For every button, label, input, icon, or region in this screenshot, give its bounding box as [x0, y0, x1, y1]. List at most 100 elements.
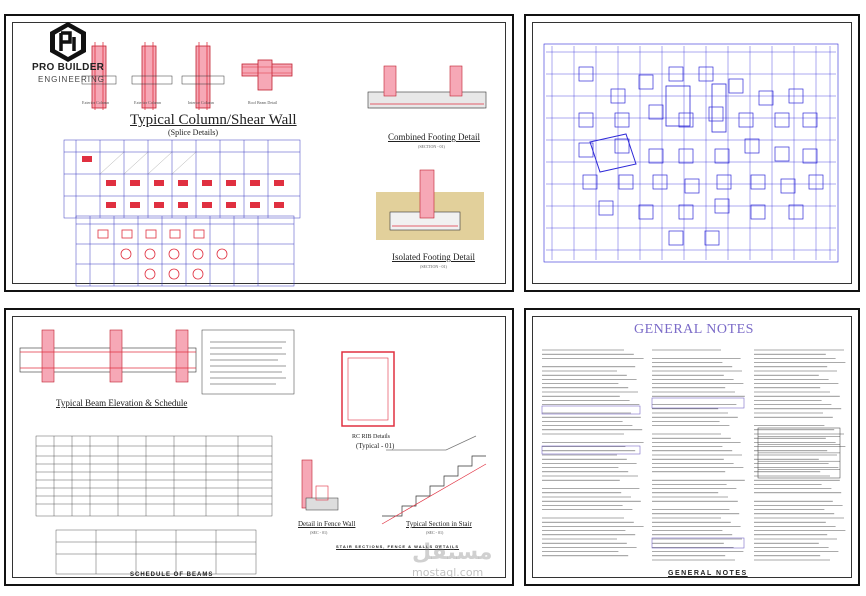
footing-pad [638, 74, 654, 90]
footing-pad [652, 174, 668, 190]
column-section-table [75, 215, 295, 287]
notes-highlight-box [541, 405, 641, 415]
combined-footing-drawing [367, 65, 487, 109]
combined-footing-ref: (SECTION - 01) [418, 144, 445, 149]
isolated-footing-drawing [376, 169, 484, 240]
notes-highlight-box [651, 537, 745, 549]
foundation-grid-plan [543, 43, 839, 263]
combined-footing-title: Combined Footing Detail [388, 132, 480, 142]
typical-column-title: Typical Column/Shear Wall [130, 112, 297, 128]
beam-elevation [19, 329, 197, 383]
rc-rib-ref: (Typical - 01) [356, 442, 395, 450]
footing-pad [698, 66, 714, 82]
footing-pad [802, 112, 818, 128]
footing-pad [774, 112, 790, 128]
sheet-border [12, 316, 506, 578]
footing-pad [708, 106, 724, 122]
fence-wall-title: Detail in Fence Wall [298, 520, 356, 528]
beam-notes-box [201, 329, 295, 395]
footing-pad [774, 146, 790, 162]
brand-tagline: ENGINEERING [38, 75, 106, 84]
stair-section-title: Typical Section in Stair [406, 520, 472, 528]
footing-pad [714, 148, 730, 164]
interior-column-detail [181, 42, 225, 110]
footing-pad [780, 178, 796, 194]
sheet-general-notes[interactable]: GENERAL NOTES GENERAL NOTES [524, 308, 860, 586]
core-outline [665, 85, 691, 127]
footing-pad [802, 148, 818, 164]
isolated-footing-ref: (SECTION - 01) [420, 264, 447, 269]
sheet-foundation-plan[interactable] [524, 14, 860, 292]
footing-pad [610, 88, 626, 104]
column-section-marks [97, 229, 228, 280]
footing-pad [678, 148, 694, 164]
footing-pad [614, 138, 630, 154]
fence-wall-ref: (SEC - 01) [310, 530, 328, 535]
footing-pad [582, 174, 598, 190]
stair-section-ref: (SEC - 01) [426, 530, 444, 535]
footing-pad [788, 88, 804, 104]
core-outline [711, 83, 727, 133]
footing-pad [668, 230, 684, 246]
footing-pad [750, 174, 766, 190]
sheet-border [532, 316, 852, 578]
sheet-border [532, 22, 852, 284]
footing-pad [678, 112, 694, 128]
footing-pad [758, 90, 774, 106]
sheet-border [12, 22, 506, 284]
general-notes-title: GENERAL NOTES [634, 322, 754, 337]
footing-pad [738, 112, 754, 128]
detail-label-3: Interior Column [188, 100, 214, 105]
footing-pad [684, 178, 700, 194]
detail-label-4: Roof Beam Detail [248, 100, 278, 105]
beam-elevation-title: Typical Beam Elevation & Schedule [56, 398, 188, 408]
footing-pad [704, 230, 720, 246]
brand-name: PRO BUILDER [32, 62, 105, 73]
stair-sections-caption: STAIR SECTIONS, FENCE & WALLS DETAILS [336, 544, 460, 549]
rc-rib-title: RC RIB Details [352, 434, 391, 440]
watermark-latin: mostaql.com [412, 566, 484, 579]
fence-wall-detail [301, 459, 339, 511]
footing-pad [578, 66, 594, 82]
detail-label-1: Exterior Column [82, 100, 109, 105]
footing-pad [614, 112, 630, 128]
exterior-column-detail-1 [81, 42, 117, 110]
footing-pad [714, 198, 730, 214]
stair-section [381, 435, 487, 525]
schedule-of-beams-title: SCHEDULE OF BEAMS [130, 572, 214, 578]
footing-pad [808, 174, 824, 190]
footing-pad [744, 138, 760, 154]
watermark-arabic: مستقل [412, 540, 493, 565]
footing-pad [578, 112, 594, 128]
exterior-column-detail-2 [131, 42, 173, 110]
splice-table-sections [82, 156, 284, 208]
footing-pad [678, 204, 694, 220]
footing-pad [638, 204, 654, 220]
notes-highlight-box [541, 445, 641, 455]
notes-highlight-box [651, 397, 745, 409]
footing-pad [716, 174, 732, 190]
splice-details-subtitle: (Splice Details) [168, 128, 218, 137]
combined-footing-outline [589, 133, 637, 173]
sheet-column-details[interactable]: PRO BUILDER ENGINEERING Exterior Column … [4, 14, 514, 292]
splice-schedule-table [63, 139, 301, 219]
general-notes-footer: GENERAL NOTES [668, 570, 748, 577]
roof-beam-detail [241, 59, 293, 91]
rc-rib-detail [341, 351, 395, 427]
footing-pad [668, 66, 684, 82]
detail-label-2: Exterior Column [134, 100, 161, 105]
footing-pad [788, 204, 804, 220]
column-details-drawing [63, 42, 487, 287]
footing-pad [598, 200, 614, 216]
footing-pad [728, 78, 744, 94]
grid-boundary [543, 43, 839, 263]
schedule-of-beams-table [35, 435, 273, 575]
beam-details-drawing [19, 329, 487, 575]
sheet-beam-details[interactable]: Typical Beam Elevation & Schedule RC RIB… [4, 308, 514, 586]
splice-table-diagonals [99, 151, 197, 175]
footing-pad [618, 174, 634, 190]
footing-pad [648, 104, 664, 120]
general-notes-text-blocks [541, 349, 846, 561]
footing-pad [648, 148, 664, 164]
footing-pad [750, 204, 766, 220]
